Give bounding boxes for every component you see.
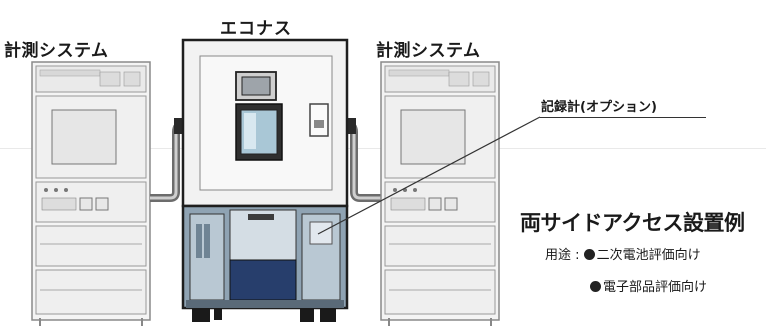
- recorder-option-label: 記録計(オプション): [541, 100, 657, 115]
- left-measurement-rack: [31, 61, 151, 326]
- measurement-system-right-label: 計測システム: [376, 41, 481, 61]
- installation-example-title: 両サイドアクセス設置例: [520, 211, 745, 235]
- recorder-label-underline: [540, 117, 706, 118]
- right-measurement-rack: [380, 61, 500, 326]
- econas-label: エコナス: [220, 19, 292, 39]
- bullet-icon: [590, 281, 601, 292]
- use-item-2: 電子部品評価向け: [603, 280, 708, 295]
- bullet-icon: [583, 249, 595, 260]
- usage-label: 用途 :: [545, 248, 580, 263]
- right-cable: [345, 120, 381, 202]
- usage-row-1: 用途 : 二次電池評価向け: [545, 244, 701, 263]
- usage-row-2: 電子部品評価向け: [590, 276, 707, 295]
- recorder-leader-line: [317, 116, 541, 235]
- econas-chamber: [181, 38, 349, 322]
- left-cable: [150, 120, 185, 202]
- measurement-system-left-label: 計測システム: [4, 41, 109, 61]
- use-item-1: 二次電池評価向け: [596, 248, 701, 263]
